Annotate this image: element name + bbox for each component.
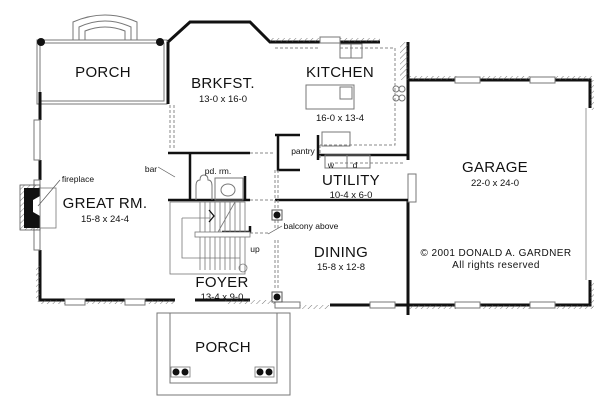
room-great-room-size: 15-8 x 24-4 bbox=[80, 214, 130, 225]
columns bbox=[271, 209, 283, 303]
wall-hatching bbox=[36, 38, 594, 309]
leader-lines bbox=[157, 166, 283, 235]
porch-column bbox=[156, 38, 164, 46]
room-porch-front: PORCH bbox=[195, 339, 251, 356]
room-garage-size: 22-0 x 24-0 bbox=[470, 178, 520, 189]
staircase bbox=[169, 201, 251, 275]
room-kitchen-size: 16-0 x 13-4 bbox=[315, 113, 365, 124]
room-dining: DINING bbox=[313, 244, 369, 261]
front-porch-column-bases bbox=[170, 366, 275, 378]
porch-column bbox=[37, 38, 45, 46]
fireplace bbox=[19, 179, 61, 231]
room-breakfast: BRKFST. bbox=[191, 75, 255, 92]
front-porch-columns bbox=[172, 368, 273, 376]
rear-porch-outline bbox=[36, 14, 168, 105]
room-foyer: FOYER bbox=[195, 274, 249, 291]
label-pantry: pantry bbox=[291, 146, 315, 156]
kitchen-fixtures bbox=[305, 43, 406, 169]
front-porch-outline bbox=[156, 312, 291, 396]
label-dryer: d bbox=[352, 160, 358, 170]
copyright-line1: © 2001 DONALD A. GARDNER bbox=[420, 248, 572, 259]
room-garage: GARAGE bbox=[462, 159, 528, 176]
label-washer: w bbox=[327, 160, 335, 170]
interior-walls bbox=[166, 92, 408, 234]
label-powder-room: pd. rm. bbox=[204, 166, 232, 176]
label-fireplace: fireplace bbox=[61, 174, 95, 184]
room-utility: UTILITY bbox=[322, 172, 380, 189]
room-utility-size: 10-4 x 6-0 bbox=[329, 190, 373, 201]
room-kitchen: KITCHEN bbox=[306, 64, 374, 81]
powder-room-fixtures bbox=[195, 174, 244, 201]
label-bar: bar bbox=[144, 164, 158, 174]
label-stairs-up: up bbox=[250, 244, 260, 254]
copyright-line2: All rights reserved bbox=[452, 260, 540, 271]
room-great-room: GREAT RM. bbox=[62, 195, 148, 212]
room-breakfast-size: 13-0 x 16-0 bbox=[198, 94, 248, 105]
room-dining-size: 15-8 x 12-8 bbox=[316, 262, 366, 273]
room-porch-rear: PORCH bbox=[75, 64, 131, 81]
label-balcony-above: balcony above bbox=[283, 221, 339, 231]
room-foyer-size: 13-4 x 9-0 bbox=[200, 292, 244, 303]
